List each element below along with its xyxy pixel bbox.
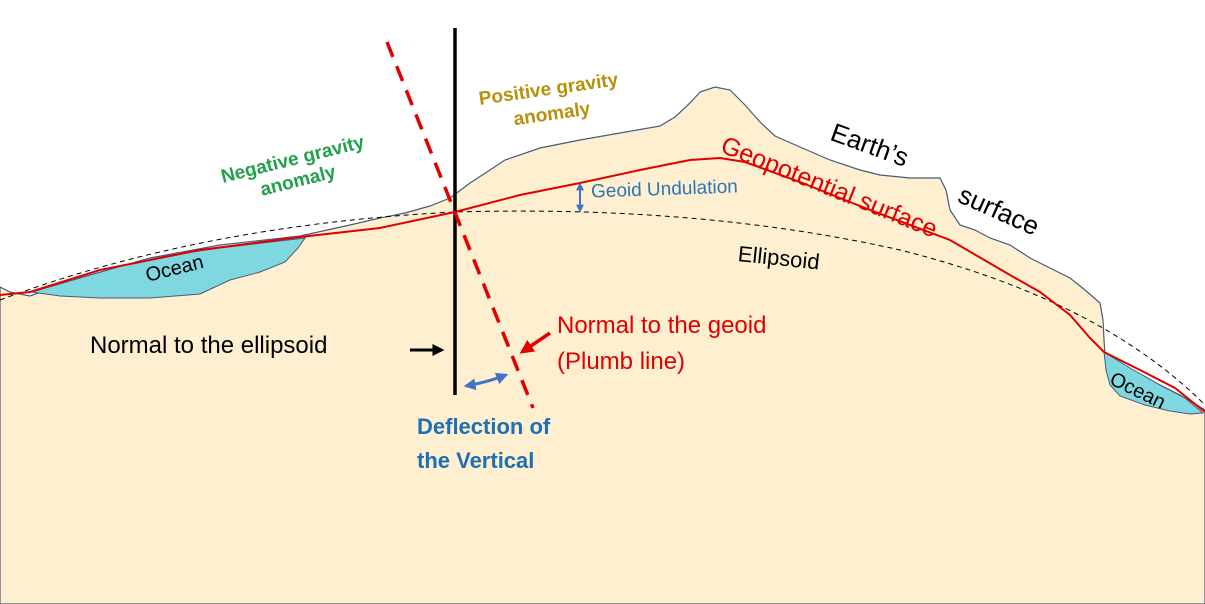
ellipsoid-curve [0, 210, 1205, 406]
plumb-line [385, 41, 535, 409]
earth-surface-land [0, 86, 1205, 604]
normal-geoid-line1: Normal to the geoid [557, 312, 767, 339]
deflection-line1: Deflection of [417, 414, 551, 439]
ocean-right-area [1103, 351, 1205, 415]
normal-to-ellipsoid-label: Normal to the ellipsoid [90, 332, 328, 359]
normal-geoid-arrow [519, 331, 551, 354]
normal-to-geoid-label: Normal to the geoid (Plumb line) [557, 308, 766, 380]
deflection-of-vertical-label: Deflection of the Vertical [417, 410, 550, 478]
geoid-curve [0, 156, 1205, 413]
deflection-arc-arrow [463, 372, 509, 391]
geoid-undulation-label: Geoid Undulation [590, 176, 739, 203]
ocean-left-area [31, 237, 307, 299]
deflection-line2: the Vertical [417, 448, 535, 474]
plumb-line-label: (Plumb line) [557, 348, 686, 375]
